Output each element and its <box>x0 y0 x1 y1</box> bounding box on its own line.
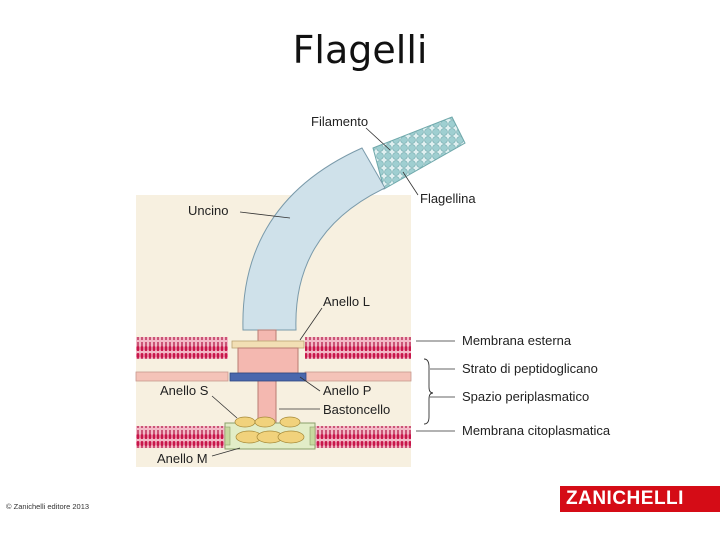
s-ring-protein <box>234 416 256 428</box>
s-ring-protein <box>254 416 276 428</box>
ring-p <box>229 372 307 382</box>
label-uncino: Uncino <box>188 203 228 218</box>
label-bastoncello: Bastoncello <box>323 402 390 417</box>
label-spazio-periplasmatico: Spazio periplasmatico <box>462 389 589 404</box>
cytoplasmic-membrane-left <box>136 426 228 448</box>
leader-lines <box>211 127 455 457</box>
label-anello-s: Anello S <box>160 383 209 398</box>
ring-l <box>231 340 305 349</box>
label-membrana-citoplasmatica: Membrana citoplasmatica <box>462 423 611 438</box>
label-flagellina: Flagellina <box>420 191 476 206</box>
rod-housing <box>237 347 299 374</box>
page-title: Flagelli <box>292 28 428 72</box>
ring-m-edge-left <box>224 426 231 446</box>
label-filamento: Filamento <box>311 114 368 129</box>
outer-membrane-left <box>136 337 228 359</box>
publisher-logo: ZANICHELLI <box>560 486 720 512</box>
s-ring-protein <box>279 416 301 428</box>
brace <box>423 358 434 425</box>
label-membrana-esterna: Membrana esterna <box>462 333 572 348</box>
hook <box>242 147 386 331</box>
label-anello-p: Anello P <box>323 383 371 398</box>
outer-membrane-right <box>305 337 411 359</box>
peptidoglycan-left <box>135 371 229 382</box>
ring-m-edge-right <box>309 426 316 446</box>
motor-protein <box>277 430 305 444</box>
copyright-text: © Zanichelli editore 2013 <box>6 502 90 511</box>
cytoplasmic-membrane-right <box>311 426 411 448</box>
label-strato-peptidoglicano: Strato di peptidoglicano <box>462 361 598 376</box>
peptidoglycan-right <box>304 371 412 382</box>
filament <box>372 116 466 190</box>
label-anello-l: Anello L <box>323 294 370 309</box>
label-anello-m: Anello M <box>157 451 208 466</box>
